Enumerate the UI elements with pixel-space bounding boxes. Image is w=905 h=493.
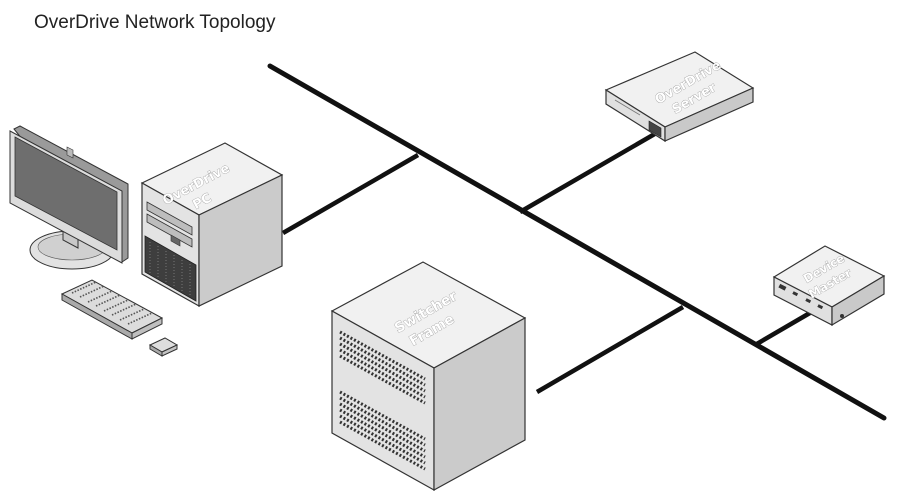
link-pc [281, 153, 420, 235]
pc-tower-icon: OverDrive PC [140, 142, 284, 308]
network-backbone [267, 63, 887, 421]
device-master-icon: Device Master [772, 245, 886, 327]
monitor-icon [9, 125, 129, 270]
server-icon: OverDrive Server [604, 51, 755, 143]
page-title: OverDrive Network Topology [34, 12, 276, 33]
link-switcher [535, 305, 685, 394]
mouse-icon [148, 337, 179, 357]
link-device-master [753, 308, 817, 347]
link-server [518, 126, 667, 214]
switcher-frame-icon: Switcher Frame [330, 261, 527, 492]
keyboard-icon [60, 279, 164, 340]
